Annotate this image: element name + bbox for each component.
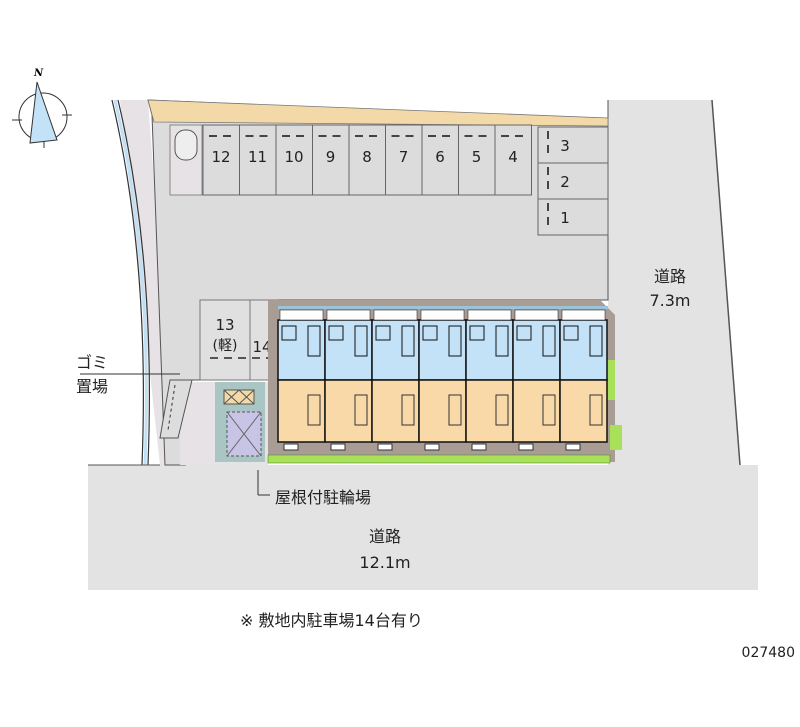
- east-road-width: 7.3m: [649, 291, 690, 310]
- parking-spot-number: 6: [435, 148, 445, 166]
- parking-top-row: 12 11 10 9 8 7 6 5 4: [202, 124, 532, 196]
- east-road: [608, 100, 740, 465]
- parking-spot-number: 1: [560, 209, 570, 227]
- south-road-name: 道路: [369, 527, 401, 546]
- parking-spot: [537, 162, 609, 200]
- unit-loft: [277, 319, 326, 381]
- plan-code: 027480: [742, 645, 795, 661]
- parking-right-column: 3 2 1: [537, 126, 609, 236]
- parking-spot-13-note: (軽): [213, 338, 238, 354]
- unit-room: [465, 379, 514, 443]
- planting-strip: [147, 99, 609, 127]
- parking-spot-number: 10: [284, 148, 303, 166]
- garbage-box: [174, 129, 198, 161]
- unit-loft: [371, 319, 420, 381]
- east-road-name: 道路: [654, 267, 686, 286]
- parking-spot: [537, 198, 609, 236]
- parking-spot: [537, 126, 609, 164]
- parking-spot-number: 9: [326, 148, 336, 166]
- compass-icon: N: [12, 68, 72, 148]
- parking-note: ※ 敷地内駐車場14台有り: [240, 611, 423, 630]
- unit-room: [559, 379, 608, 443]
- south-road: [88, 465, 758, 590]
- north-label: N: [33, 68, 44, 79]
- unit-loft: [418, 319, 467, 381]
- parking-spot-number: 12: [211, 148, 230, 166]
- unit-loft: [324, 319, 373, 381]
- parking-spot-number: 5: [472, 148, 482, 166]
- building-units: [277, 306, 608, 451]
- south-road-width: 12.1m: [359, 553, 410, 572]
- unit-room: [277, 379, 326, 443]
- unit-room: [324, 379, 373, 443]
- garbage-label-line1: ゴミ: [76, 353, 108, 372]
- unit-room: [418, 379, 467, 443]
- parking-spot-14-number: 14: [252, 338, 271, 356]
- parking-spot-number: 4: [508, 148, 518, 166]
- unit-loft: [465, 319, 514, 381]
- unit-room: [371, 379, 420, 443]
- building-hedge: [267, 454, 611, 464]
- parking-spot-number: 7: [399, 148, 409, 166]
- river: [111, 99, 144, 466]
- garbage-label-line2: 置場: [76, 377, 108, 396]
- parking-spot-13: [199, 299, 251, 381]
- parking-spot-13-number: 13: [215, 316, 234, 334]
- unit-loft: [512, 319, 561, 381]
- bicycle-parking-label: 屋根付駐輪場: [275, 488, 371, 507]
- parking-spot-number: 2: [560, 173, 570, 191]
- parking-spot-number: 11: [248, 148, 267, 166]
- parking-spot-number: 8: [362, 148, 372, 166]
- garbage-area: [159, 379, 193, 439]
- unit-room: [512, 379, 561, 443]
- parking-spot-number: 3: [560, 137, 570, 155]
- unit-loft: [559, 319, 608, 381]
